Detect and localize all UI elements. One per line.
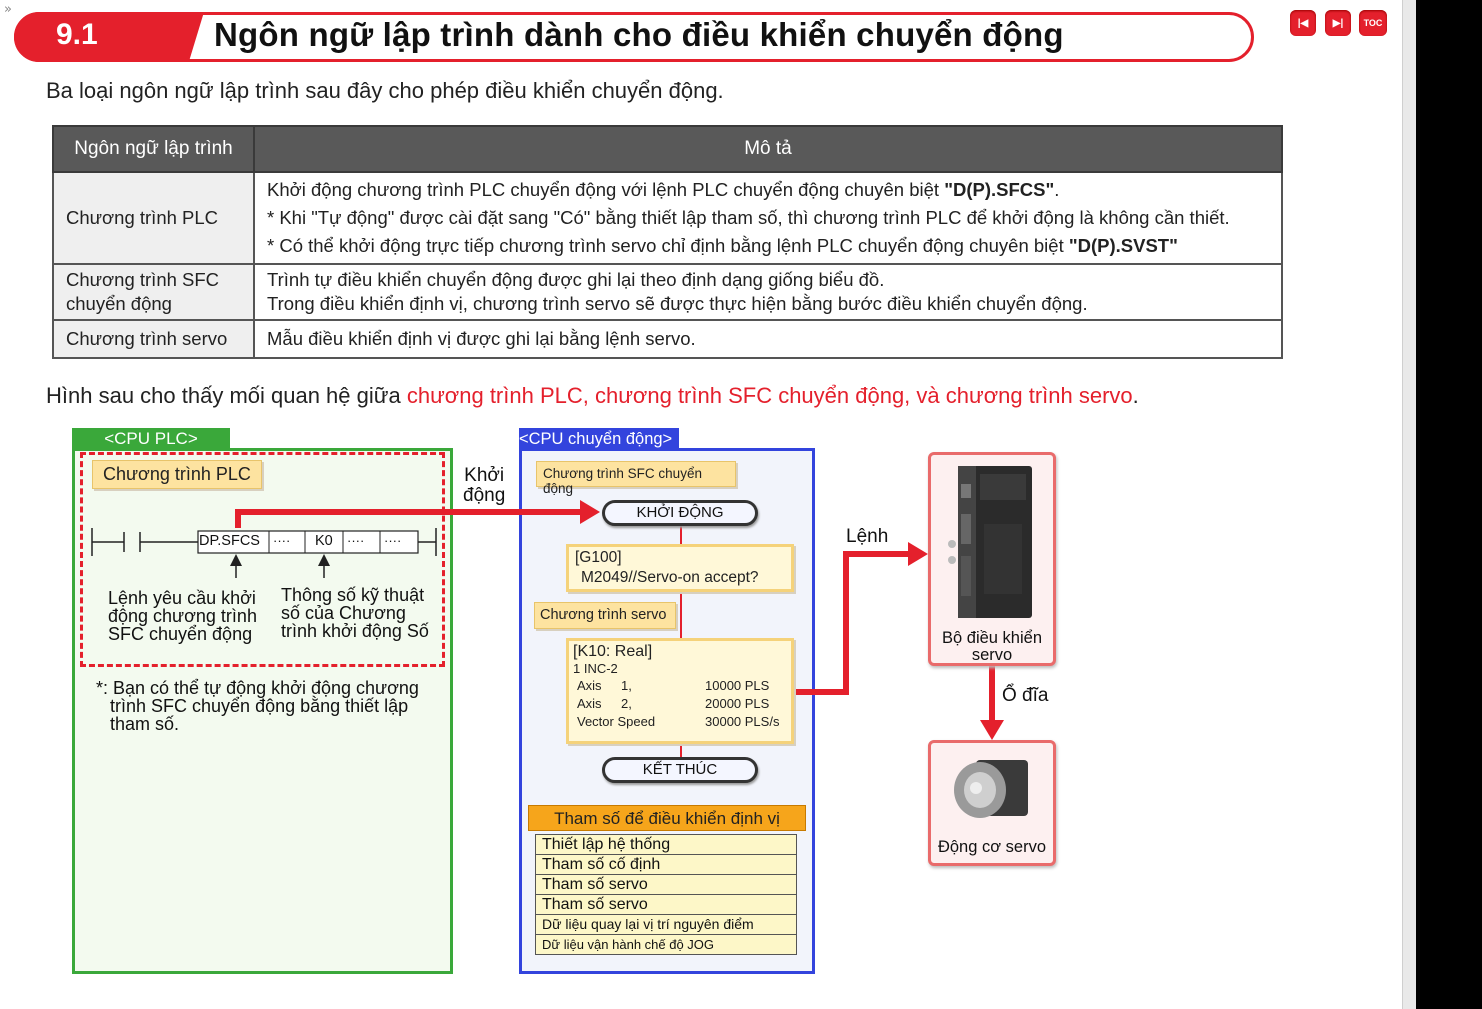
next-page-button[interactable]: ▶| — [1325, 10, 1351, 36]
row-description: Khởi động chương trình PLC chuyển động v… — [253, 171, 1283, 265]
column-header-description: Mô tả — [253, 125, 1283, 173]
description-line: Trong điều khiển định vị, chương trình s… — [267, 293, 1088, 314]
servo-motor-label: Động cơ servo — [937, 838, 1047, 856]
section-number-badge: 9.1 — [14, 12, 204, 62]
param-item: Dữ liệu quay lại vị trí nguyên điểm — [535, 914, 797, 935]
flow-arrows — [235, 500, 1004, 740]
positioning-params-title: Tham số để điều khiển định vị — [528, 805, 806, 831]
cpu-motion-tag: <CPU chuyển động> — [519, 428, 679, 450]
start-step: KHỞI ĐỘNG — [602, 500, 758, 526]
relationship-text: Hình sau cho thấy mối quan hệ giữa chươn… — [46, 383, 1139, 408]
cpu-plc-tag: <CPU PLC> — [72, 428, 230, 450]
drive-label: Ổ đĩa — [1002, 685, 1049, 706]
row-description: Mẫu điều khiển định vị được ghi lại bằng… — [253, 319, 1283, 359]
servo-program-label: Chương trình servo — [534, 602, 676, 629]
servo-motor-icon — [954, 760, 1028, 818]
row-name: Chương trình servo — [52, 319, 255, 359]
ladder-dots: ···· — [384, 533, 402, 548]
page-title: Ngôn ngữ lập trình dành cho điều khiển c… — [214, 16, 1064, 53]
ladder-rung — [91, 528, 437, 578]
row-name: Chương trình PLC — [52, 171, 255, 265]
first-page-button[interactable]: |◀ — [1290, 10, 1316, 36]
vertical-scrollbar[interactable] — [1402, 0, 1416, 1009]
skip-back-icon: |◀ — [1297, 17, 1309, 29]
highlighted-text: chương trình PLC, chương trình SFC chuyể… — [406, 383, 1133, 408]
ladder-operand: K0 — [315, 533, 333, 549]
param-item: Thiết lập hệ thống — [535, 834, 797, 855]
page: » 9.1 Ngôn ngữ lập trình dành cho điều k… — [0, 0, 1402, 1009]
section-number: 9.1 — [56, 18, 98, 51]
toc-icon: TOC — [1363, 18, 1383, 28]
g100-step: [G100] M2049//Servo-on accept? — [566, 544, 794, 592]
language-table: Ngôn ngữ lập trình Mô tả Chương trình PL… — [52, 125, 1283, 359]
table-header-row: Ngôn ngữ lập trình Mô tả — [52, 125, 1283, 173]
plc-program-label: Chương trình PLC — [92, 460, 262, 489]
sfc-flow-lines — [680, 526, 682, 758]
positioning-params-list: Thiết lập hệ thống Tham số cố định Tham … — [535, 834, 797, 955]
section-header — [14, 12, 1254, 62]
plc-program-frame — [80, 452, 445, 667]
command-label: Lệnh — [846, 526, 889, 547]
ladder-dots: ···· — [273, 533, 291, 548]
end-step: KẾT THÚC — [602, 757, 758, 783]
param-item: Tham số servo — [535, 874, 797, 895]
param-item: Tham số cố định — [535, 854, 797, 875]
row-description: Trình tự điều khiển chuyển động được ghi… — [253, 263, 1283, 321]
toc-button[interactable]: TOC — [1359, 10, 1387, 36]
description-line: Mẫu điều khiển định vị được ghi lại bằng… — [267, 328, 696, 349]
expand-icon[interactable]: » — [4, 2, 12, 17]
description-line: Trình tự điều khiển chuyển động được ghi… — [267, 269, 885, 290]
ladder-dots: ···· — [347, 533, 365, 548]
intro-text: Ba loại ngôn ngữ lập trình sau đây cho p… — [46, 78, 724, 103]
description-line: * Khi "Tự động" được cài đặt sang "Có" b… — [267, 207, 1230, 228]
column-header-language: Ngôn ngữ lập trình — [52, 125, 255, 173]
ladder-instruction: DP.SFCS — [199, 533, 260, 549]
play-next-icon: ▶| — [1332, 17, 1344, 29]
table-row: Chương trình PLC Khởi động chương trình … — [52, 171, 1283, 265]
description-line: Khởi động chương trình PLC chuyển động v… — [267, 179, 1060, 200]
table-row: Chương trình servo Mẫu điều khiển định v… — [52, 319, 1283, 359]
description-line: * Có thể khởi động trực tiếp chương trìn… — [267, 235, 1178, 256]
param-item: Dữ liệu vận hành chế độ JOG — [535, 934, 797, 955]
servo-amplifier-icon — [948, 466, 1032, 618]
sfc-program-label: Chương trình SFC chuyển động — [536, 461, 736, 496]
